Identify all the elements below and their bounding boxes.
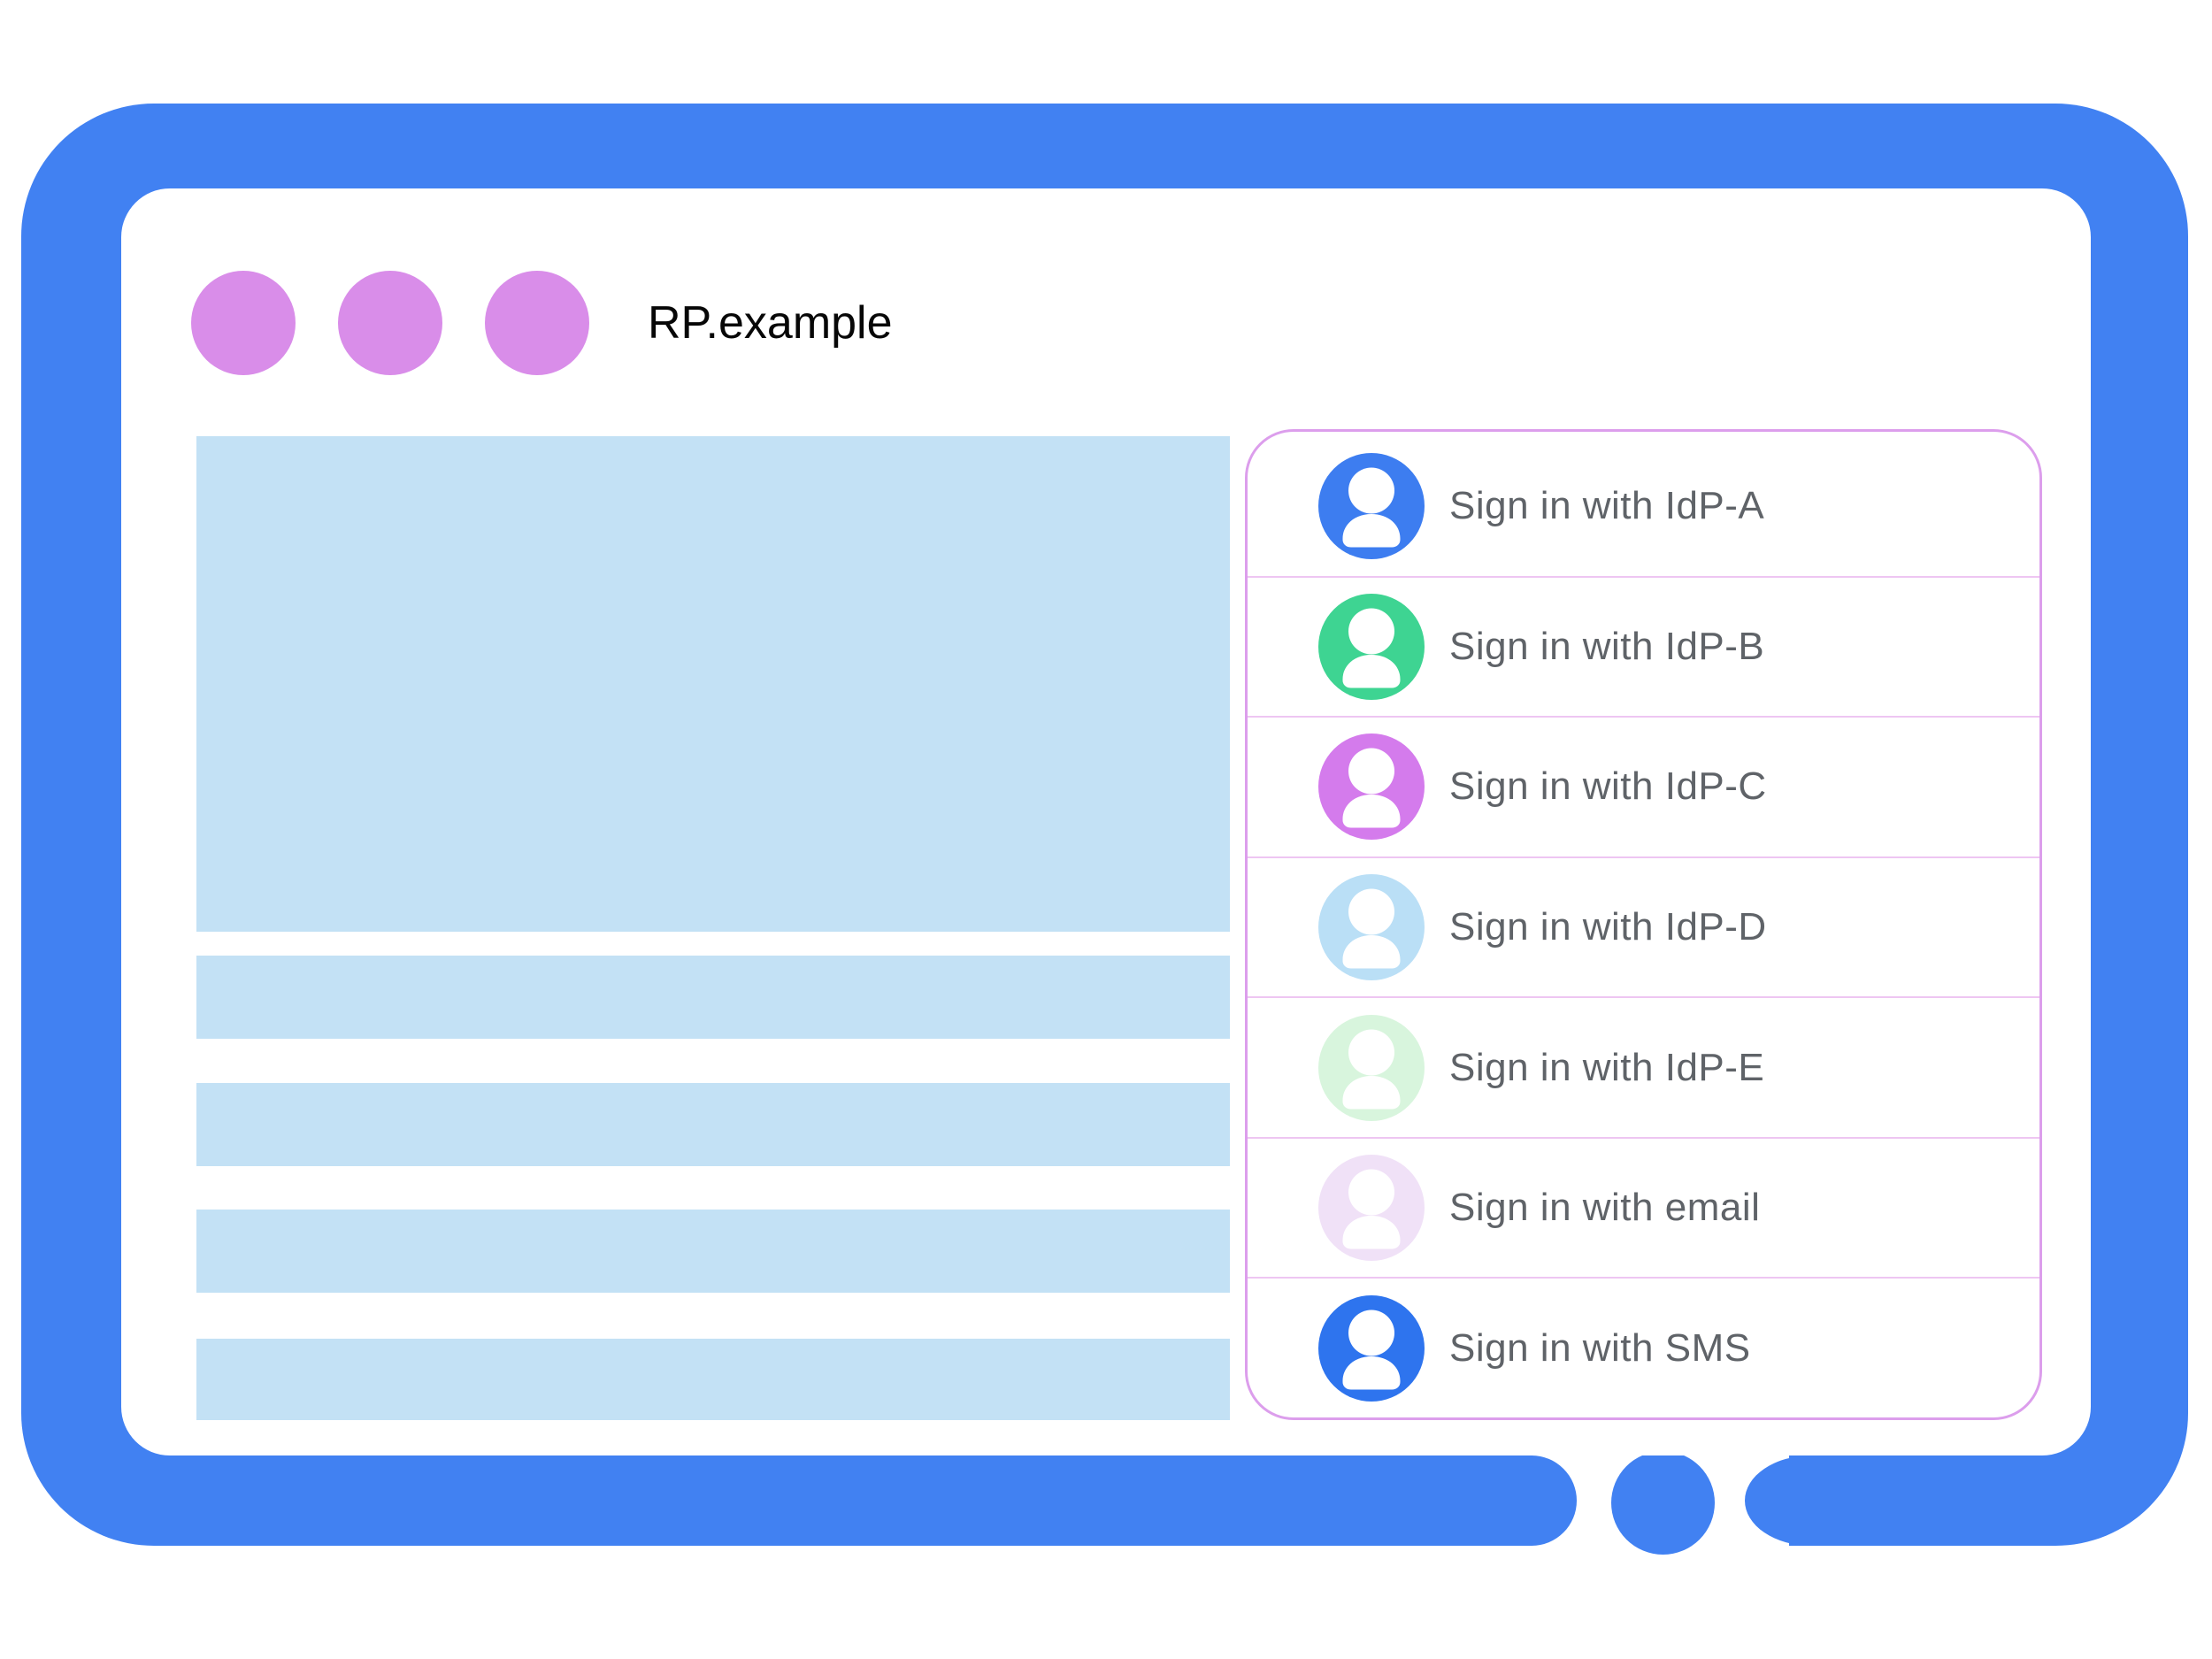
window-chrome: RP.example	[191, 270, 893, 376]
content-placeholder-line	[196, 1210, 1230, 1293]
frame-bar-right-end	[1745, 1455, 1842, 1546]
signin-option-5[interactable]: Sign in with IdP-E	[1248, 998, 2039, 1139]
window-control-dot[interactable]	[191, 271, 296, 375]
signin-option-label: Sign in with IdP-E	[1449, 1045, 1765, 1089]
home-button[interactable]	[1611, 1451, 1715, 1555]
window-control-dot[interactable]	[485, 271, 589, 375]
signin-option-4[interactable]: Sign in with IdP-D	[1248, 858, 2039, 999]
window-control-dot[interactable]	[338, 271, 442, 375]
person-icon	[1342, 608, 1401, 688]
signin-option-label: Sign in with IdP-A	[1449, 484, 1765, 528]
avatar	[1318, 874, 1425, 981]
signin-option-1[interactable]: Sign in with IdP-A	[1248, 437, 2039, 578]
signin-option-7[interactable]: Sign in with SMS	[1248, 1279, 2039, 1417]
signin-option-label: Sign in with IdP-B	[1449, 624, 1765, 668]
signin-option-label: Sign in with IdP-C	[1449, 764, 1767, 809]
signin-option-label: Sign in with SMS	[1449, 1325, 1751, 1370]
content-placeholder-line	[196, 1083, 1230, 1166]
signin-panel: Sign in with IdP-A Sign in with IdP-B Si…	[1245, 429, 2042, 1420]
content-placeholder-line	[196, 1339, 1230, 1420]
signin-option-2[interactable]: Sign in with IdP-B	[1248, 578, 2039, 718]
page-title: RP.example	[648, 297, 893, 349]
signin-option-label: Sign in with IdP-D	[1449, 905, 1767, 949]
avatar	[1318, 453, 1425, 560]
person-icon	[1342, 888, 1401, 969]
person-icon	[1342, 1169, 1401, 1249]
signin-option-3[interactable]: Sign in with IdP-C	[1248, 718, 2039, 858]
avatar	[1318, 733, 1425, 841]
signin-option-6[interactable]: Sign in with email	[1248, 1139, 2039, 1279]
person-icon	[1342, 1310, 1401, 1390]
content-placeholder-hero	[196, 436, 1230, 932]
browser-window: RP.example Sign in with IdP-A Sign in wi…	[121, 188, 2091, 1455]
avatar	[1318, 593, 1425, 700]
content-placeholder-line	[196, 956, 1230, 1039]
person-icon	[1342, 1029, 1401, 1110]
frame-bar-left-end	[1504, 1455, 1577, 1546]
avatar	[1318, 1294, 1425, 1402]
device-frame: RP.example Sign in with IdP-A Sign in wi…	[21, 104, 2188, 1571]
avatar	[1318, 1155, 1425, 1262]
avatar	[1318, 1014, 1425, 1121]
person-icon	[1342, 748, 1401, 828]
person-icon	[1342, 467, 1401, 548]
signin-option-label: Sign in with email	[1449, 1186, 1761, 1230]
